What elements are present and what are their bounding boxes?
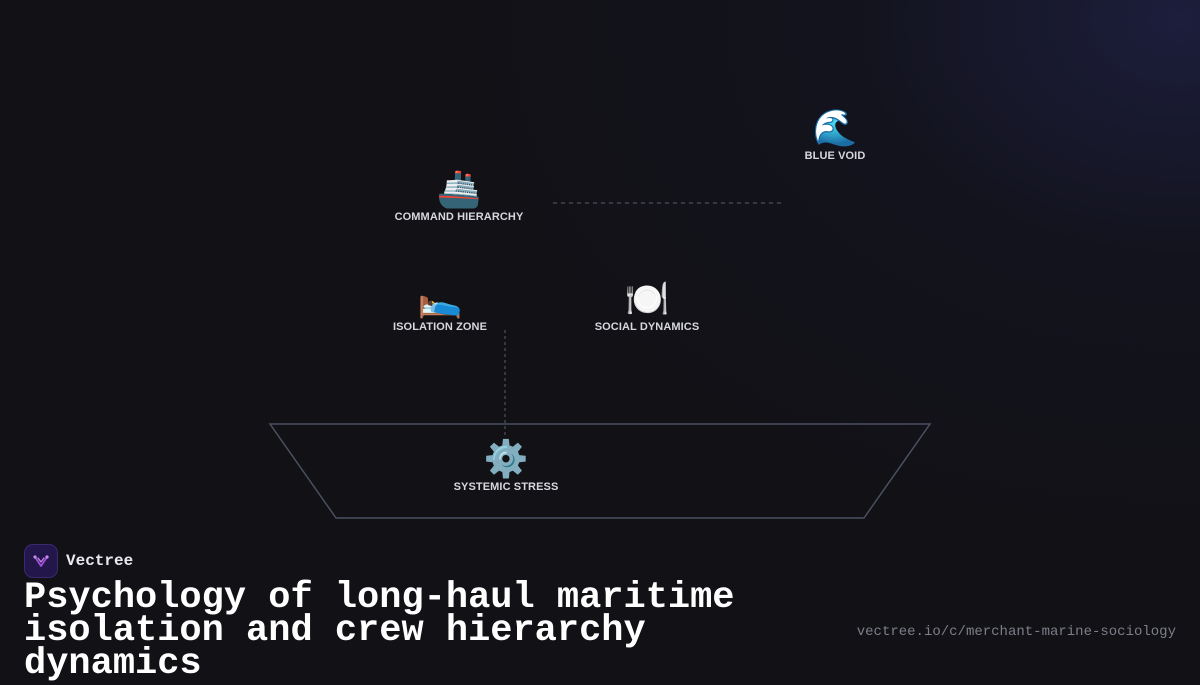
node-blue-void[interactable]: 🌊 BLUE VOID <box>745 107 925 163</box>
gear-icon: ⚙️ <box>483 438 529 479</box>
node-isolation-zone[interactable]: 🛌 ISOLATION ZONE <box>350 278 530 334</box>
ship-icon: 🚢 <box>436 168 482 209</box>
hull-outline <box>268 423 932 519</box>
node-label: SYSTEMIC STRESS <box>453 481 559 493</box>
brand-name: Vectree <box>66 552 134 570</box>
page-title: Psychology of long-haul maritime isolati… <box>24 577 735 685</box>
node-label: ISOLATION ZONE <box>392 321 488 333</box>
bed-icon: 🛌 <box>417 278 463 319</box>
node-social-dynamics[interactable]: 🍽️ SOCIAL DYNAMICS <box>557 278 737 334</box>
node-command-hierarchy[interactable]: 🚢 COMMAND HIERARCHY <box>369 168 549 224</box>
node-systemic-stress[interactable]: ⚙️ SYSTEMIC STRESS <box>416 438 596 494</box>
node-label: BLUE VOID <box>804 150 866 162</box>
brand[interactable]: Vectree <box>24 544 133 578</box>
node-label: SOCIAL DYNAMICS <box>594 321 700 333</box>
source-url[interactable]: vectree.io/c/merchant-marine-sociology <box>856 624 1176 640</box>
node-label: COMMAND HIERARCHY <box>394 211 524 223</box>
plate-cutlery-icon: 🍽️ <box>624 278 670 319</box>
wave-icon: 🌊 <box>812 107 858 148</box>
vectree-logo-icon <box>24 544 58 578</box>
